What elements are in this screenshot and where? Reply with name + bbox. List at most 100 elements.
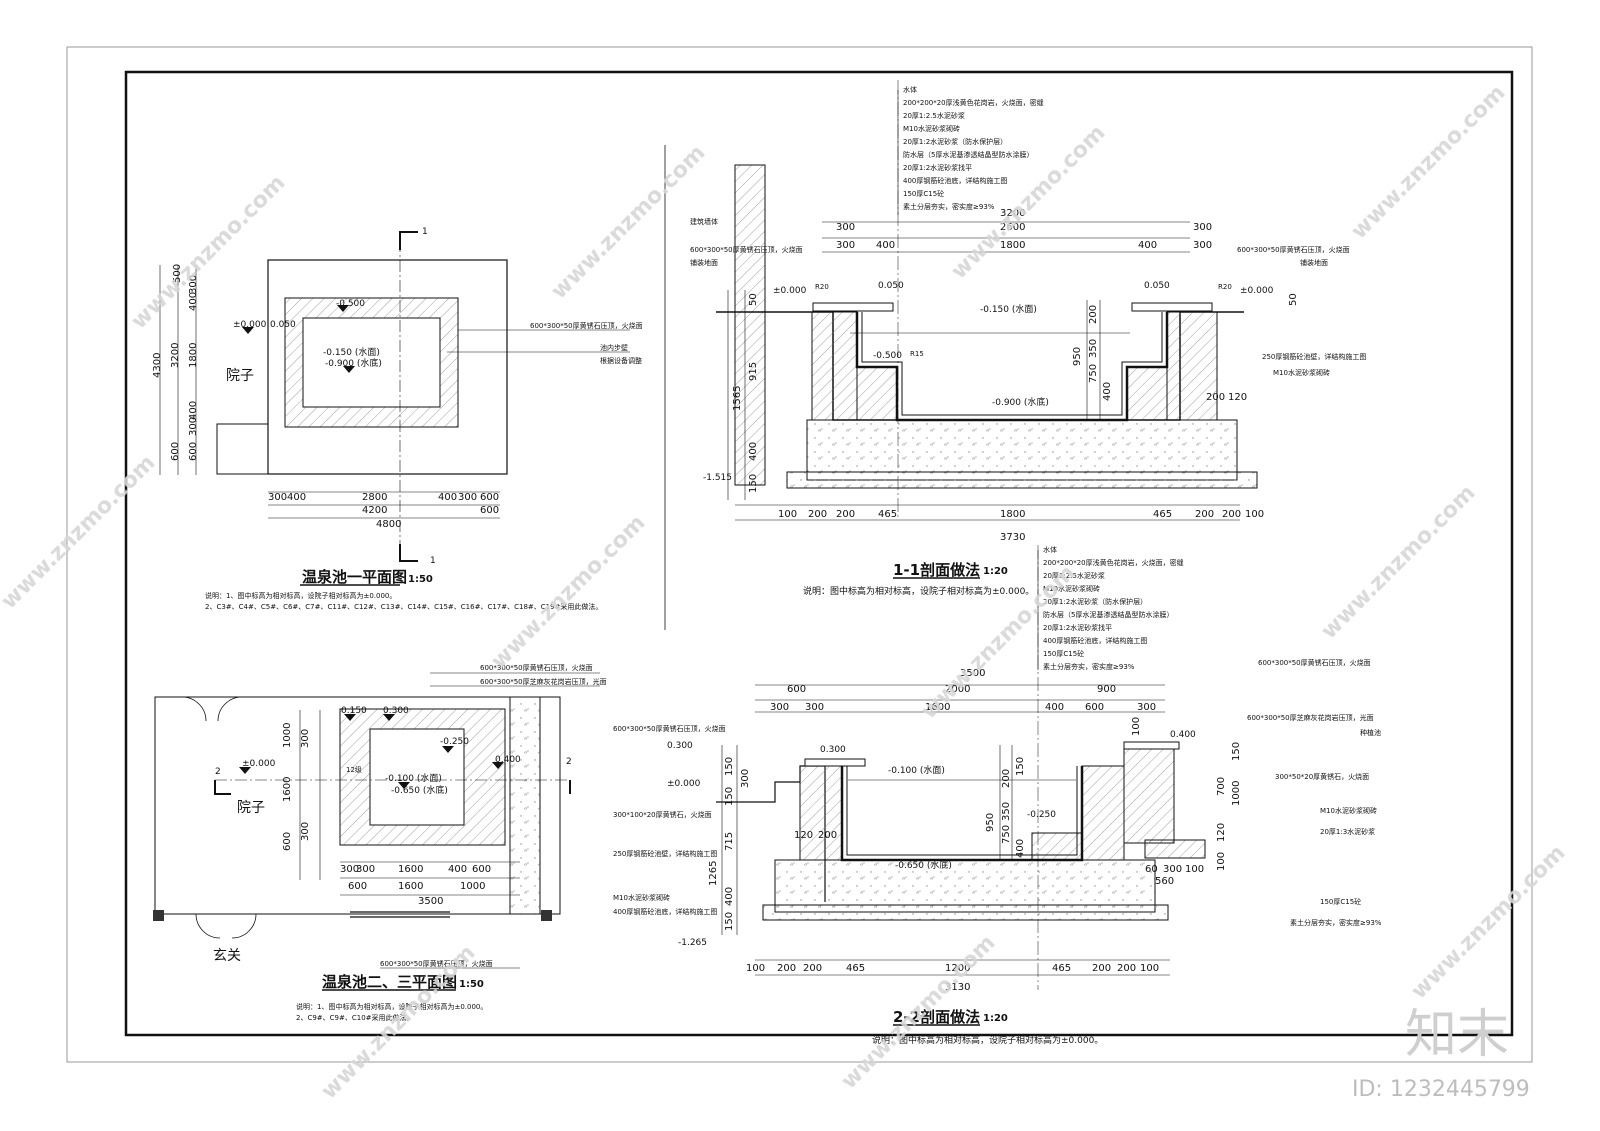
plan1-dim-left-6: 300 xyxy=(188,417,199,436)
plan1-callout-2: 根据设备调整 xyxy=(600,356,642,365)
section2-dim-b1-3: 465 xyxy=(846,963,865,974)
plan2-dim-left-2: 600 xyxy=(282,832,293,851)
section2-right-label-5: 20厚1:3水泥砂浆 xyxy=(1320,827,1375,836)
plan2-note-0: 说明：1、图中标高为相对标高，设院子相对标高为±0.000。 xyxy=(296,1002,487,1011)
section2-dim-b1-5: 465 xyxy=(1052,963,1071,974)
section2-left-label-0: 600*300*50厚黄锈石压顶，火烧面 xyxy=(613,724,726,733)
section1-dim-t3-1: 400 xyxy=(876,240,895,251)
watermark-text-7: www.znzmo.com xyxy=(1317,480,1481,644)
plan1-dim-b1-4: 300 xyxy=(458,492,477,503)
section2-dim-mid-3: 950 xyxy=(985,813,996,832)
plan2-scale: 1:50 xyxy=(459,979,484,990)
plan1-dim-left-4: 1800 xyxy=(188,343,199,368)
section1-dim-t2-2: 300 xyxy=(1193,222,1212,233)
plan1-section-mark-top: 1 xyxy=(422,227,428,237)
section1-dim-left-1: 915 xyxy=(748,362,759,381)
plan2-elev-3: 0.400 xyxy=(495,755,521,765)
plan2-section-mark-left: 2 xyxy=(215,767,221,777)
plan2-step-label: 12级 xyxy=(346,765,362,774)
section2-dim-mid-1: 150 xyxy=(1015,757,1026,776)
plan1-note-0: 说明：1、图中标高为相对标高，设院子相对标高为±0.000。 xyxy=(205,591,396,600)
plan1-elev-4: -0.900 (水底) xyxy=(325,357,382,369)
plan2-entry-label: 玄关 xyxy=(213,947,241,964)
section2-title: 2-2剖面做法 xyxy=(893,1008,980,1026)
plan2-dim-b2-0: 600 xyxy=(348,881,367,892)
section2-right-label-4: M10水泥砂浆砌砖 xyxy=(1320,806,1377,815)
section2-dim-t2-2: 900 xyxy=(1097,684,1116,695)
section1-dim-b1-1: 200 xyxy=(808,509,827,520)
plan2-dim-left-4: 300 xyxy=(300,822,311,841)
section2-dim-right-1: 150 xyxy=(1231,742,1242,761)
plan2-section-mark-right: 2 xyxy=(566,757,572,767)
section2-scale: 1:20 xyxy=(983,1013,1008,1024)
section1-left-label-1: 600*300*50厚黄锈石压顶，火烧面 xyxy=(690,245,803,254)
plan1-dim-b2-1: 600 xyxy=(480,505,499,516)
section1-dim-b1-4: 1800 xyxy=(1000,509,1025,520)
section2-left-label-2: 250厚钢筋砼池壁，详结构施工图 xyxy=(613,849,717,858)
section1-layer-0: 水体 xyxy=(903,85,917,94)
section2-elev-2: 0.300 xyxy=(820,745,846,755)
plan1-yard-label: 院子 xyxy=(226,368,254,384)
plan1-dim-b1-5: 600 xyxy=(480,492,499,503)
plan2-dim-left-0: 1000 xyxy=(282,723,293,748)
section1-dim-t1-0: 3200 xyxy=(1000,208,1025,219)
section1-left-label-2: 铺装地面 xyxy=(690,258,718,267)
section1-elev-6: -0.900 (水底) xyxy=(992,396,1049,408)
section-2-drawing xyxy=(716,550,1206,976)
section2-dim-right-8: 100 xyxy=(1185,864,1204,875)
section2-dim-left-0: 150 xyxy=(724,757,735,776)
section2-dim-right-4: 120 xyxy=(1216,823,1227,842)
section2-dim-mid-4: 750 xyxy=(1001,825,1012,844)
section1-radius-2: R15 xyxy=(910,350,924,358)
section2-layer-9: 素土分层夯实，密实度≥93% xyxy=(1043,662,1135,671)
section1-right-label-1: 铺装地面 xyxy=(1300,258,1328,267)
plan2-dim-b2-2: 1000 xyxy=(460,881,485,892)
section2-dim-left-5: 400 xyxy=(724,887,735,906)
plan1-title: 温泉池一平面图 xyxy=(302,568,407,586)
plan-1-drawing xyxy=(159,231,508,562)
section2-dim-t3-3: 400 xyxy=(1045,702,1064,713)
section2-dim-left-6: 150 xyxy=(724,912,735,931)
section2-elev-0: 0.300 xyxy=(667,741,693,751)
section2-dim-t1-0: 3500 xyxy=(960,668,985,679)
section1-dim-mid-6: 120 xyxy=(1228,392,1247,403)
plan1-dim-left-8: 4300 xyxy=(152,353,163,378)
section2-note: 说明：图中标高为相对标高，设院子相对标高为±0.000。 xyxy=(872,1034,1103,1046)
section1-elev-5: -0.500 xyxy=(873,351,902,361)
plan2-elev-4: ±0.000 xyxy=(242,759,276,769)
section1-dim-t3-0: 300 xyxy=(836,240,855,251)
section2-elev-3: -0.100 (水面) xyxy=(888,764,945,776)
outer-border xyxy=(66,46,1533,1063)
section2-dim-right-7: 300 xyxy=(1163,864,1182,875)
section1-dim-b1-3: 465 xyxy=(878,509,897,520)
section1-layer-4: 20厚1:2水泥砂浆（防水保护层） xyxy=(903,137,1007,146)
section1-dim-b1-8: 100 xyxy=(1245,509,1264,520)
section1-layer-6: 20厚1:2水泥砂浆找平 xyxy=(903,163,972,172)
plan1-elev-0: -0.500 xyxy=(336,299,365,309)
section-1-drawing xyxy=(716,90,1258,521)
section2-elev-4: -0.250 xyxy=(1027,810,1056,820)
section2-dim-t3-2: 1600 xyxy=(925,702,950,713)
section1-dim-left-2: 1565 xyxy=(732,386,743,411)
plan2-dim-left-3: 300 xyxy=(300,729,311,748)
section1-dim-mid-5: 200 xyxy=(1206,392,1225,403)
section2-layer-2: 20厚1:2.5水泥砂浆 xyxy=(1043,571,1105,580)
section1-layer-1: 200*200*20厚浅黄色花岗岩，火烧面，密缝 xyxy=(903,98,1044,107)
section1-scale: 1:20 xyxy=(983,566,1008,577)
plan2-dim-b1-2: 1600 xyxy=(398,864,423,875)
section2-dim-left-4: 1265 xyxy=(708,861,719,886)
plan1-dim-left-0: 500 xyxy=(172,264,183,283)
section2-dim-right-2: 700 xyxy=(1216,777,1227,796)
section1-dim-t3-4: 300 xyxy=(1193,240,1212,251)
section2-dim-left-3: 715 xyxy=(724,832,735,851)
section2-dim-b1-8: 100 xyxy=(1140,963,1159,974)
section2-layer-4: 20厚1:2水泥砂浆（防水保护层） xyxy=(1043,597,1147,606)
plan1-callout-1: 池内步壁 xyxy=(600,343,628,352)
section2-dim-t2-0: 600 xyxy=(787,684,806,695)
section1-dim-mid-4: 750 xyxy=(1088,364,1099,383)
section2-dim-b1-4: 1200 xyxy=(945,963,970,974)
plan2-dim-left-1: 1600 xyxy=(282,777,293,802)
inner-border xyxy=(124,70,1514,1037)
section1-elev-2: 0.050 xyxy=(1144,281,1170,291)
